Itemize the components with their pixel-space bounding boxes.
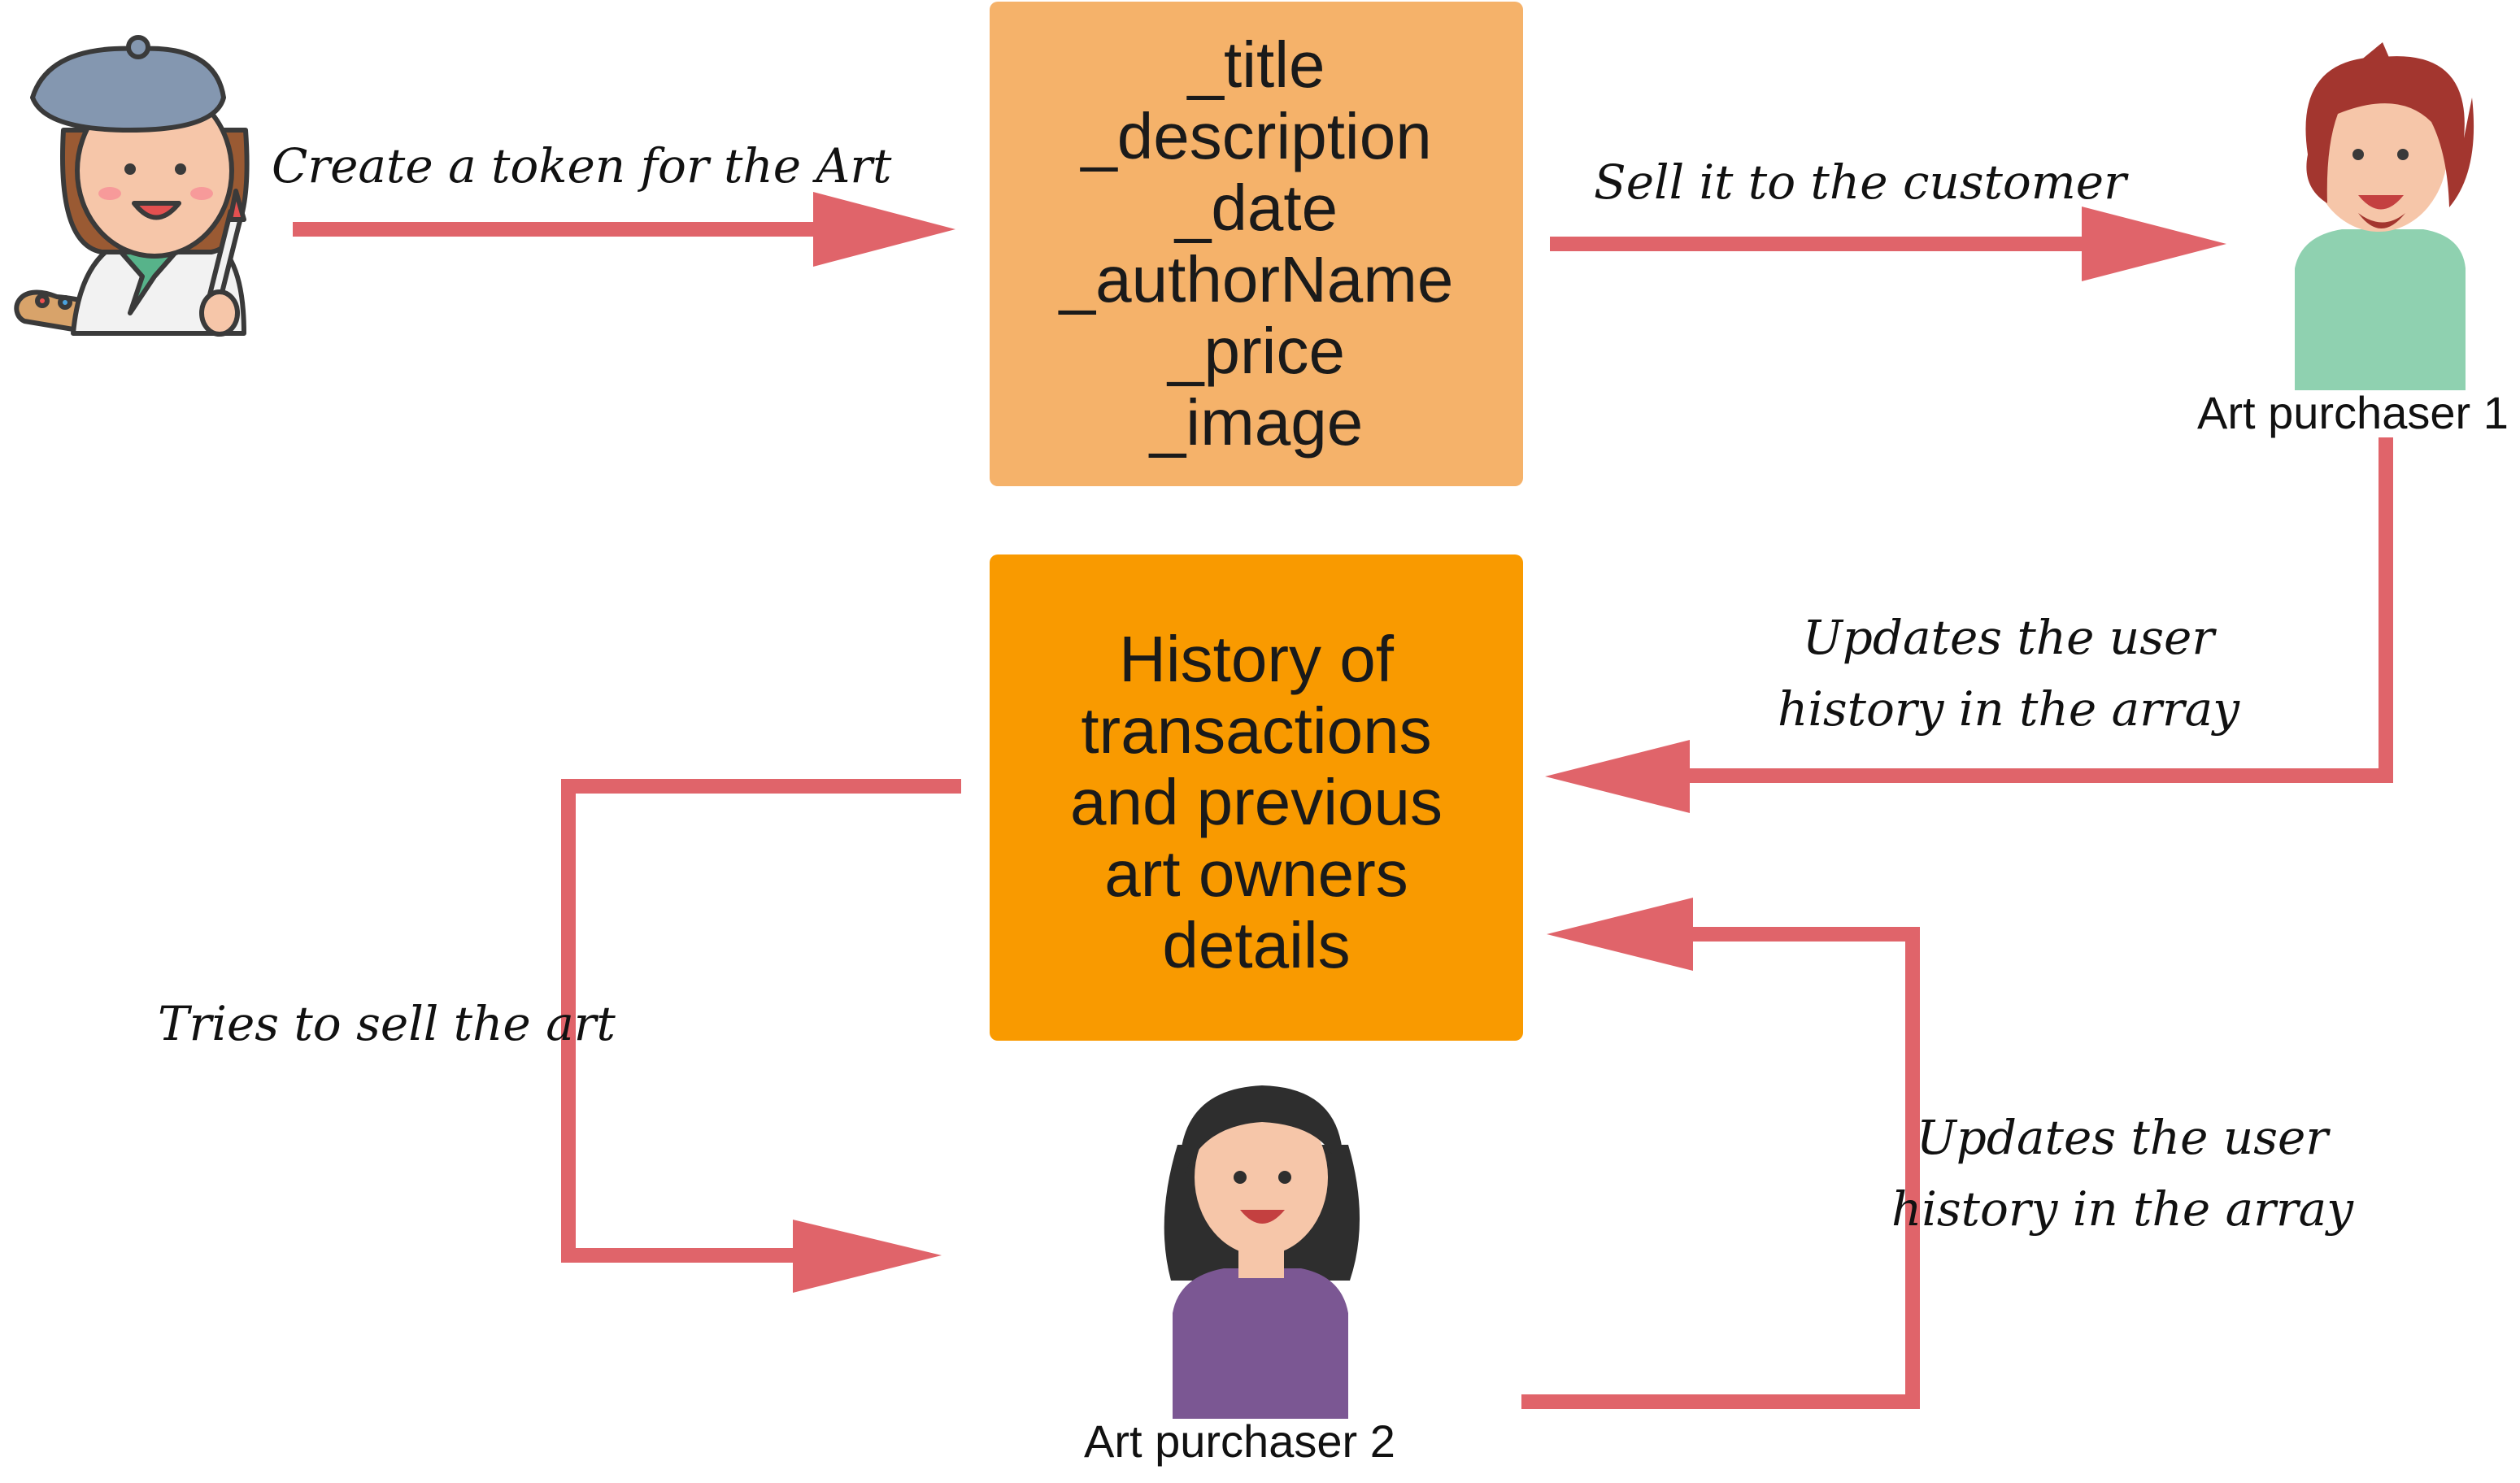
label-line: history in the array	[1778, 681, 2239, 737]
label-line: history in the array	[1891, 1181, 2353, 1237]
arrow-create-token	[293, 192, 955, 267]
history-line: and previous	[1069, 766, 1443, 838]
label-create-token: Create a token for the Art	[272, 138, 892, 194]
field-author-name: _authorName	[1059, 243, 1454, 315]
label-tries-to-sell: Tries to sell the art	[158, 996, 616, 1051]
label-sell-to-customer: Sell it to the customer	[1594, 154, 2126, 210]
history-line: details	[1162, 909, 1351, 981]
arrow-sell-to-customer	[1550, 207, 2226, 281]
artist-icon	[14, 35, 250, 337]
arrow-updates-history-1	[1545, 437, 2393, 813]
label-updates-history-1: Updates the user history in the array	[1773, 602, 2244, 745]
token-fields-box: _title _description _date _authorName _p…	[990, 2, 1523, 486]
transaction-history-box: History of transactions and previous art…	[990, 554, 1523, 1041]
history-line: History of	[1119, 623, 1394, 695]
field-price: _price	[1168, 315, 1345, 387]
purchaser-1-label: Art purchaser 1	[2197, 387, 2509, 438]
label-updates-history-2: Updates the user history in the array	[1887, 1102, 2358, 1245]
purchaser-2-label: Art purchaser 2	[1084, 1416, 1395, 1467]
field-date: _date	[1174, 172, 1338, 244]
woman-avatar-icon	[1164, 1085, 1360, 1419]
arrow-tries-to-sell	[561, 779, 961, 1293]
label-line: Updates the user	[1802, 610, 2215, 665]
man-avatar-icon	[2295, 42, 2474, 390]
field-title: _title	[1187, 28, 1325, 101]
history-line: art owners	[1104, 837, 1408, 910]
history-line: transactions	[1081, 694, 1432, 767]
field-image: _image	[1149, 386, 1364, 459]
field-description: _description	[1081, 100, 1432, 172]
arrow-updates-history-2	[1521, 898, 1920, 1409]
label-line: Updates the user	[1916, 1110, 2329, 1165]
